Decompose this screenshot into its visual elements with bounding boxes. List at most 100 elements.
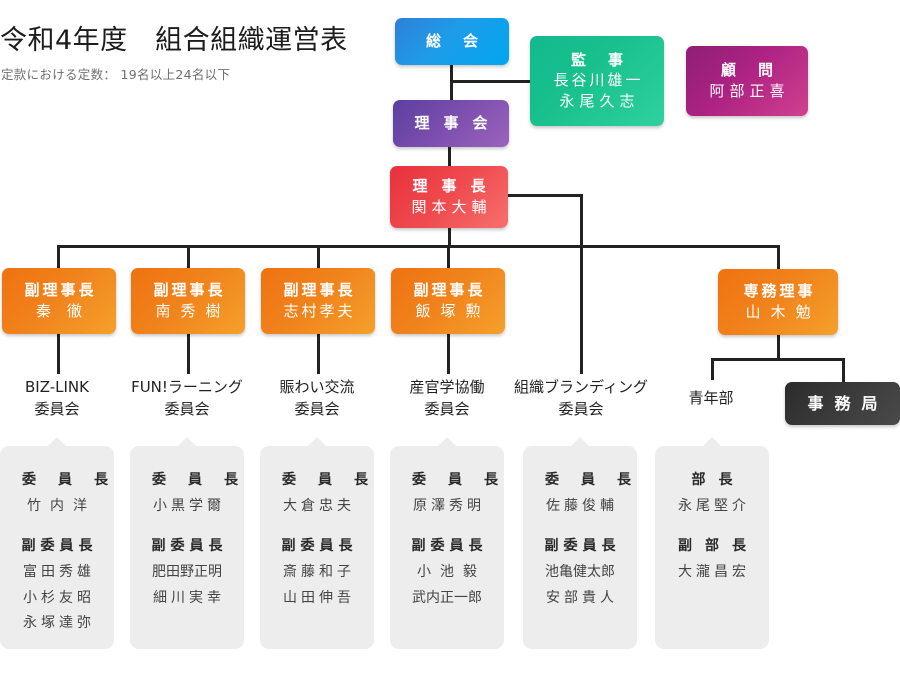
node-role: 副理事長 — [283, 281, 356, 300]
connector-senmu-jimukyoku — [842, 358, 845, 384]
connector-bus-vice-0 — [57, 245, 60, 269]
connector-senmu-seinenbu — [711, 358, 714, 380]
node-vice-chairman-2[interactable]: 副理事長 南秀樹 — [131, 268, 245, 334]
committee-line-1: 賑わい交流 — [279, 378, 355, 396]
connector-vice2-committee — [317, 334, 320, 374]
executive-director-name: 山木勉 — [745, 302, 821, 321]
committee-label-bizlink[interactable]: BIZ-LINK 委員会 — [0, 377, 122, 421]
node-role: 監事 — [570, 50, 645, 69]
committee-label-funlearning[interactable]: FUN!ラーニング 委員会 — [122, 377, 252, 421]
vice-chairman-name: 南秀樹 — [155, 301, 231, 320]
panel-vice-name: 細川実幸 — [153, 589, 225, 606]
committee-line-1: 組織ブランディング — [514, 378, 648, 396]
panel-vice-name: 永塚達弥 — [23, 615, 95, 632]
panel-role-vice: 副委員長 — [281, 537, 358, 554]
connector-rijikai-rijicho — [448, 146, 451, 168]
panel-chair-name: 大倉忠夫 — [283, 497, 355, 514]
connector-senmu-bus — [711, 358, 844, 361]
node-board-of-directors[interactable]: 理事会 — [393, 100, 509, 147]
committee-line-2: 委員会 — [164, 399, 210, 418]
connector-bus-vice-3 — [447, 245, 450, 269]
connector-vice3-committee — [447, 334, 450, 374]
panel-role-chair: 委員長 — [22, 472, 130, 488]
committee-line-2: 委員会 — [34, 399, 80, 418]
panel-role-vice: 副委員長 — [544, 537, 621, 554]
node-secretariat[interactable]: 事務局 — [785, 382, 900, 425]
node-role: 副理事長 — [153, 281, 226, 300]
committee-label-seinenbu[interactable]: 青年部 — [646, 388, 776, 410]
panel-vice-name: 富田秀雄 — [23, 563, 95, 580]
panel-role-vice: 副委員長 — [411, 537, 488, 554]
node-advisor[interactable]: 顧問 阿部正喜 — [686, 46, 808, 116]
panel-role-vice: 副委員長 — [21, 537, 98, 554]
vice-chairman-name: 飯塚勲 — [415, 301, 491, 320]
panel-chair-name: 小黒学爾 — [153, 497, 225, 514]
node-role: 理事長 — [412, 177, 500, 196]
page-subtitle: 定款における定数： 19名以上24名以下 — [1, 67, 231, 82]
node-chairman[interactable]: 理事長 関本大輔 — [390, 166, 508, 228]
committee-line-1: BIZ-LINK — [25, 378, 89, 396]
panel-chief-name: 永尾堅介 — [678, 497, 750, 514]
node-general-meeting[interactable]: 総会 — [395, 18, 509, 65]
committee-label-branding[interactable]: 組織ブランディング 委員会 — [506, 377, 656, 421]
panel-role-chair: 委員長 — [545, 472, 653, 488]
node-vice-chairman-1[interactable]: 副理事長 秦徹 — [2, 268, 116, 334]
connector-rijicho-branding-h — [508, 194, 583, 197]
chairman-name: 関本大輔 — [411, 197, 492, 216]
committee-label-sangakukan[interactable]: 産官学協働 委員会 — [382, 377, 512, 421]
connector-bus-vice-1 — [187, 245, 190, 269]
node-vice-chairman-3[interactable]: 副理事長 志村孝夫 — [261, 268, 375, 334]
connector-vice1-committee — [187, 334, 190, 374]
node-role: 事務局 — [807, 393, 889, 413]
panel-chair-name: 原澤秀明 — [413, 497, 485, 514]
committee-line-1: 産官学協働 — [409, 378, 485, 396]
panel-chair-name: 竹内洋 — [27, 497, 96, 514]
panel-role-chair: 委員長 — [282, 472, 390, 488]
committee-line-2: 委員会 — [424, 399, 470, 418]
node-role: 副理事長 — [24, 281, 97, 300]
member-panel-seinenbu: 部長 永尾堅介 副部長 大瀧昌宏 — [655, 446, 769, 649]
connector-main-bus — [57, 245, 780, 248]
page-title: 令和4年度 組合組織運営表 — [0, 25, 348, 56]
node-role: 顧問 — [720, 61, 795, 80]
connector-rijicho-branding-v — [580, 194, 583, 374]
committee-line-2: 委員会 — [558, 399, 604, 418]
advisor-name: 阿部正喜 — [709, 81, 790, 100]
member-panel-sangakukan: 委員長 原澤秀明 副委員長 小池毅 武内正一郎 — [390, 446, 504, 649]
panel-vice-name: 斎藤和子 — [283, 563, 355, 580]
connector-to-kanji — [450, 80, 532, 83]
committee-label-nigiwai[interactable]: 賑わい交流 委員会 — [252, 377, 382, 421]
committee-line-1: FUN!ラーニング — [131, 378, 243, 396]
node-vice-chairman-4[interactable]: 副理事長 飯塚勲 — [391, 268, 505, 334]
vice-chairman-name: 秦徹 — [35, 301, 98, 320]
vice-chairman-name: 志村孝夫 — [283, 301, 356, 320]
panel-vice-name: 小杉友昭 — [23, 589, 95, 606]
panel-role-chair: 委員長 — [152, 472, 260, 488]
node-role: 総会 — [425, 32, 500, 51]
panel-vice-name: 武内正一郎 — [412, 589, 482, 606]
member-panel-bizlink: 委員長 竹内洋 副委員長 富田秀雄 小杉友昭 永塚達弥 — [0, 446, 114, 649]
connector-bus-vice-2 — [317, 245, 320, 269]
panel-role-chair: 委員長 — [412, 472, 520, 488]
member-panel-nigiwai: 委員長 大倉忠夫 副委員長 斎藤和子 山田伸吾 — [260, 446, 374, 649]
panel-role-vice: 副委員長 — [151, 537, 228, 554]
panel-role-chief: 部長 — [691, 472, 746, 488]
node-executive-director[interactable]: 専務理事 山木勉 — [718, 269, 838, 335]
panel-vice-name: 池亀健太郎 — [545, 563, 615, 580]
connector-bus-senmu — [777, 245, 780, 270]
panel-vice-name: 山田伸吾 — [283, 589, 355, 606]
node-auditors[interactable]: 監事 長谷川雄一 永尾久志 — [530, 36, 664, 126]
panel-role-vice-chief: 副部長 — [678, 537, 759, 554]
member-panel-funlearning: 委員長 小黒学爾 副委員長 肥田野正明 細川実幸 — [130, 446, 244, 649]
node-role: 副理事長 — [413, 281, 486, 300]
committee-line-1: 青年部 — [688, 389, 734, 407]
connector-rijicho-bus — [448, 228, 451, 248]
panel-chair-name: 佐藤俊輔 — [546, 497, 618, 514]
auditor-name-1: 長谷川雄一 — [553, 71, 644, 90]
connector-soukai-rijikai — [450, 64, 453, 102]
connector-senmu-down — [777, 335, 780, 360]
member-panel-branding: 委員長 佐藤俊輔 副委員長 池亀健太郎 安部貴人 — [523, 446, 637, 649]
node-role: 理事会 — [414, 114, 502, 133]
panel-vice-name: 安部貴人 — [546, 589, 618, 606]
